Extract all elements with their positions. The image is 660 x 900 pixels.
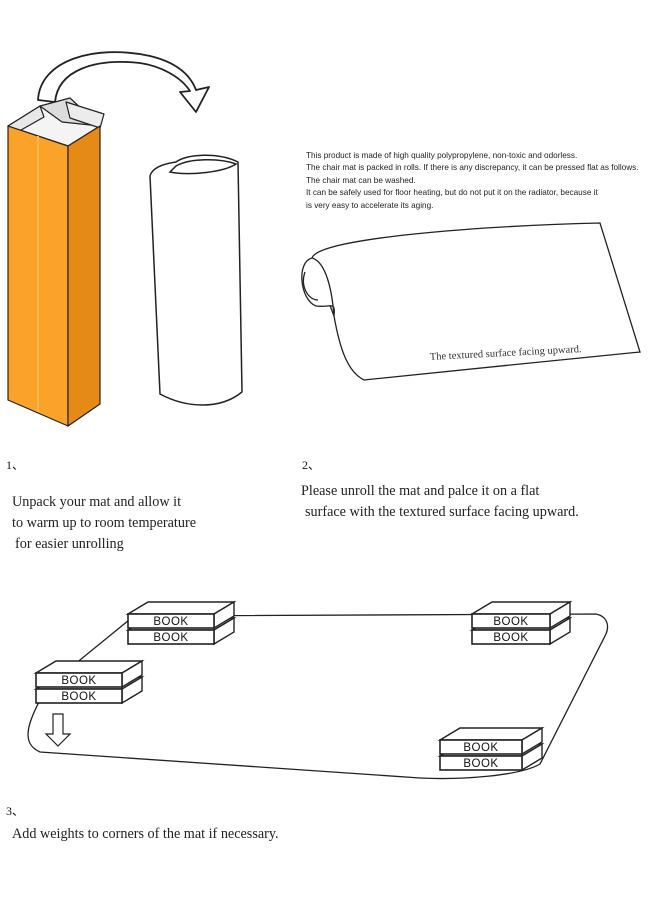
book-stack: BOOK BOOK (125, 600, 237, 646)
box-illustration (7, 97, 105, 427)
caption-line: Unpack your mat and allow it (12, 494, 182, 510)
book-label: BOOK (61, 691, 96, 703)
note-line: The chair mat is packed in rolls. If the… (306, 163, 639, 173)
down-arrow-icon (44, 713, 72, 747)
product-notes: This product is made of high quality pol… (306, 150, 639, 212)
rolled-mat (149, 154, 243, 406)
step-1-caption: Unpack your mat and allow it to warm up … (12, 492, 196, 555)
book-stack: BOOK BOOK (437, 726, 545, 772)
book-label: BOOK (153, 632, 188, 644)
note-line: is very easy to accelerate its aging. (306, 200, 434, 210)
book: BOOK (125, 600, 237, 630)
book-label: BOOK (61, 675, 96, 687)
caption-line: for easier unrolling (15, 536, 124, 552)
book: BOOK (469, 600, 573, 630)
caption-line: Add weights to corners of the mat if nec… (12, 826, 279, 842)
step-1-number: 1、 (6, 458, 25, 472)
step-3-number: 3、 (6, 804, 25, 818)
step-2-number: 2、 (302, 458, 321, 472)
book-stack: BOOK BOOK (33, 659, 145, 705)
book-stacks: BOOK BOOK BOOK BOOK BOOK BOOK BOOK BOOK (33, 600, 573, 772)
note-line: This product is made of high quality pol… (306, 151, 578, 160)
note-line: It can be safely used for floor heating,… (306, 188, 598, 198)
step-3-caption: Add weights to corners of the mat if nec… (12, 824, 279, 845)
book: BOOK (437, 726, 545, 756)
note-line: The chair mat can be washed. (306, 175, 416, 185)
unrolled-mat (301, 222, 641, 381)
book-label: BOOK (463, 742, 498, 754)
book-label: BOOK (153, 616, 188, 628)
book: BOOK (33, 659, 145, 689)
book-stack: BOOK BOOK (469, 600, 573, 646)
caption-line: surface with the textured surface facing… (305, 504, 579, 520)
caption-line: Please unroll the mat and palce it on a … (301, 483, 540, 499)
caption-line: to warm up to room temperature (12, 515, 196, 531)
book-label: BOOK (493, 616, 528, 628)
curved-arrow-icon (37, 51, 210, 113)
book-label: BOOK (493, 632, 528, 644)
book-label: BOOK (463, 758, 498, 770)
step-2-caption: Please unroll the mat and palce it on a … (301, 481, 579, 523)
